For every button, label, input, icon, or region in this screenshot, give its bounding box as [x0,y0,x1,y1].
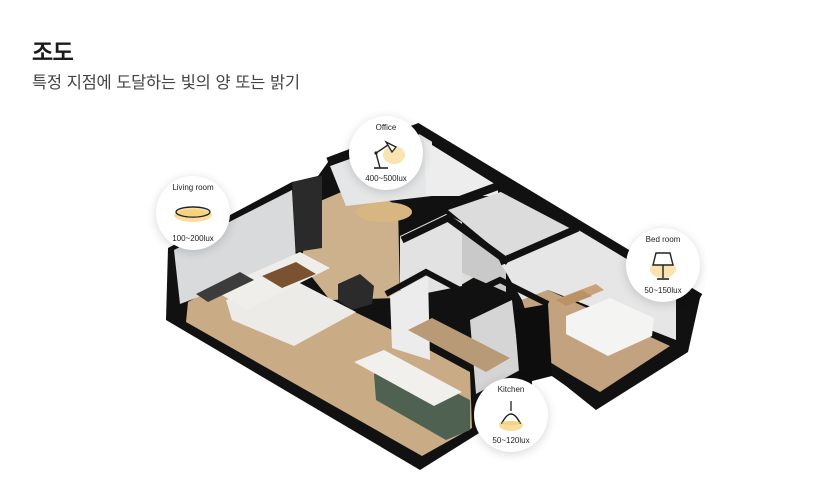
room-block-2 [456,226,506,292]
living-room-lux: 100~200lux [172,234,214,243]
kitchen-lux: 50~120lux [492,436,530,445]
kitchen-island-top [354,350,462,406]
living-room-callout: Living room 100~200lux [156,176,230,250]
column [292,176,322,252]
kitchen-label: Kitchen [497,385,525,394]
wall-corner-block [514,304,552,384]
storage-wall [470,300,520,394]
living-room-label: Living room [172,183,214,192]
office-wall [424,140,498,196]
kitchen-counter [408,318,510,372]
bed [566,298,654,356]
wall-cap-inner-3 [498,224,580,266]
office-lux: 400~500lux [365,174,407,183]
bedroom-callout: Bed room 50~150lux [626,228,700,302]
wall-cap-inner-4 [384,268,462,297]
window-wall-left [174,190,296,304]
armchair [338,274,374,310]
tv-console [196,272,254,302]
office-label: Office [375,123,397,132]
page-title: 조도 [32,40,74,66]
desk-lamp-icon [366,137,406,171]
kitchen-wall [390,276,430,360]
coffee-table [262,262,316,288]
desk [556,290,592,306]
wall-cap-inner-2 [400,213,511,265]
table-lamp-icon [643,249,683,283]
pendant-lamp-icon [491,399,531,433]
bedroom-label: Bed room [645,235,681,244]
kitchen-callout: Kitchen 50~120lux [474,378,548,452]
bedroom-lux: 50~150lux [644,286,682,295]
page-subtitle: 특정 지점에 도달하는 빛의 양 또는 밝기 [32,73,300,92]
office-callout: Office 400~500lux [349,116,423,190]
wall-cap-inner-5 [464,276,550,307]
dining-table [356,202,412,222]
ceiling-light-icon [173,197,213,231]
wall-cap-inner-1 [436,181,580,232]
